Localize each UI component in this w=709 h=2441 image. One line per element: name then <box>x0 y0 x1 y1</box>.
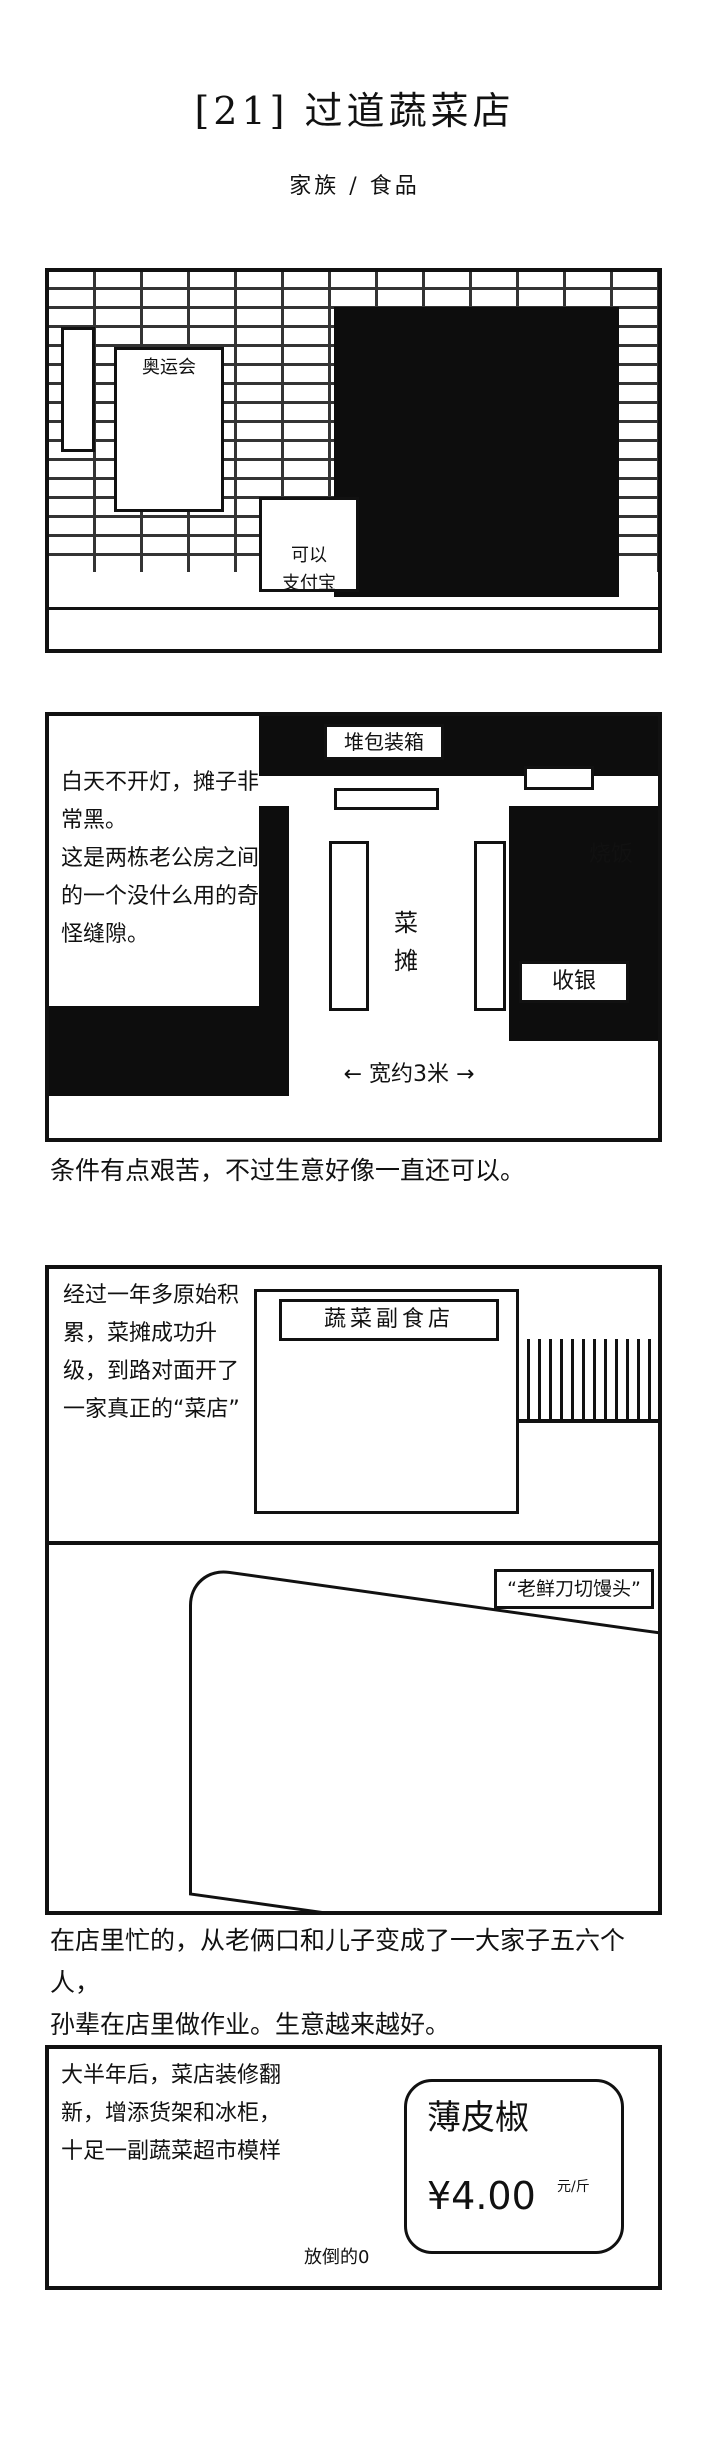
dark-doorway <box>334 307 619 597</box>
price-value: ¥4.00 <box>427 2174 536 2218</box>
panel-2-note: 白天不开灯，摊子非常黑。 这是两栋老公房之间的一个没什么用的奇怪缝隙。 <box>61 770 260 947</box>
counter <box>189 1565 658 1911</box>
label-cooking: 烧饭 <box>589 842 634 867</box>
left-building <box>49 1006 289 1096</box>
caption-2: 在店里忙的，从老俩口和儿子变成了一大家子五六个人， 孙辈在店里做作业。生意越来越… <box>50 1926 626 2039</box>
caption-1: 条件有点艰苦，不过生意好像一直还可以。 <box>50 1156 526 1185</box>
panel-3-shop: 经过一年多原始积累，菜摊成功升级，到路对面开了一家真正的“菜店” 蔬菜副食店 “… <box>45 1265 662 1915</box>
top-building <box>259 716 658 776</box>
page-subtitle: 家族 / 食品 <box>289 174 420 199</box>
right-building <box>509 806 658 1041</box>
panel-4-note: 大半年后，菜店装修翻新，增添货架和冰柜，十足一副蔬菜超市模样 <box>61 2063 282 2164</box>
pay-sign: 可以 支付宝 <box>259 497 359 594</box>
label-width: ← 宽约3米 → <box>343 1062 475 1087</box>
label-cashier: 收银 <box>519 961 629 1003</box>
stall-left <box>329 841 369 1011</box>
stove <box>524 766 594 790</box>
wall-notice <box>61 327 95 452</box>
page-title: [21] 过道蔬菜店 <box>194 89 515 133</box>
price-tag: 薄皮椒 ¥4.00 元/斤 <box>404 2079 624 2254</box>
panel-1-storefront: 奥运会 可以 支付宝 <box>45 268 662 653</box>
stall-right <box>474 841 506 1011</box>
panel-3-note: 经过一年多原始积累，菜摊成功升级，到路对面开了一家真正的“菜店” <box>63 1283 240 1422</box>
awning <box>519 1339 658 1423</box>
label-crates: 堆包装箱 <box>324 724 444 760</box>
panel-2-floorplan: 白天不开灯，摊子非常黑。 这是两栋老公房之间的一个没什么用的奇怪缝隙。 堆包装箱… <box>45 712 662 1142</box>
label-stall: 菜 摊 <box>394 909 418 975</box>
left-building-wall <box>259 806 289 1006</box>
label-buns: “老鲜刀切馒头” <box>494 1569 654 1609</box>
footnote: 放倒的0 <box>304 2247 370 2268</box>
ground-line <box>49 607 658 610</box>
street-divider <box>49 1541 658 1545</box>
notice-board: 奥运会 <box>114 347 224 512</box>
crates <box>334 788 439 810</box>
panel-4-upgrade: 大半年后，菜店装修翻新，增添货架和冰柜，十足一副蔬菜超市模样 薄皮椒 ¥4.00… <box>45 2045 662 2290</box>
shop-sign: 蔬菜副食店 <box>279 1299 499 1341</box>
price-unit: 元/斤 <box>557 2179 590 2195</box>
price-item: 薄皮椒 <box>427 2098 529 2138</box>
